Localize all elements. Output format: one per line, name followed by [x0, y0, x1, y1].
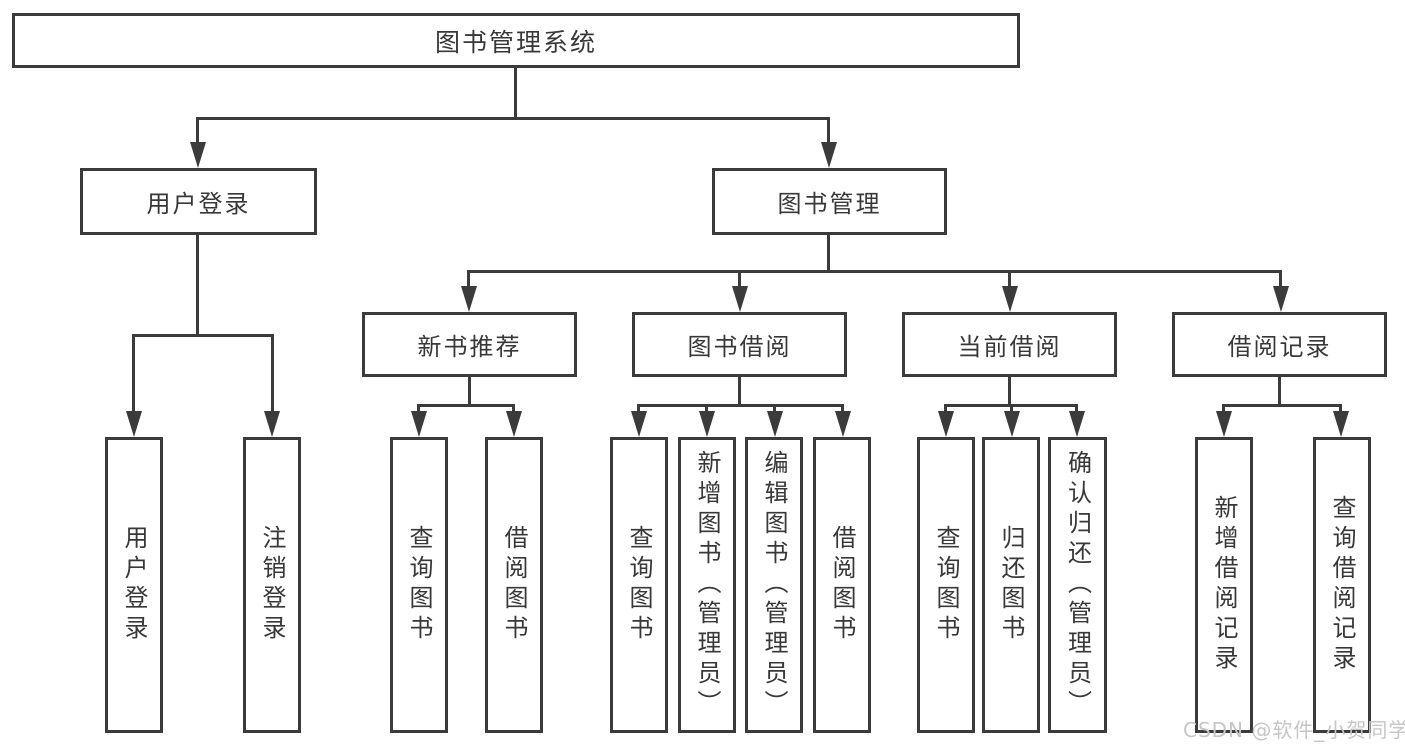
connector-stem — [944, 404, 947, 416]
leaf-query-books-current: 查询图书 — [917, 437, 975, 733]
node-user-login: 用户登录 — [80, 168, 317, 235]
leaf-query-books-current-label: 查询图书 — [932, 525, 960, 645]
leaf-query-borrow-record: 查询借阅记录 — [1313, 437, 1371, 733]
connector-horizontal — [637, 404, 844, 407]
connector-stem — [1010, 404, 1013, 416]
node-current-borrowing-label: 当前借阅 — [957, 333, 1062, 361]
connector-stem — [738, 270, 741, 290]
node-user-login-label: 用户登录 — [146, 190, 251, 218]
node-book-borrowing: 图书借阅 — [632, 312, 847, 377]
arrowhead — [938, 411, 954, 437]
leaf-borrow-books-recommend-label: 借阅图书 — [500, 525, 528, 645]
node-borrow-records: 借阅记录 — [1172, 312, 1387, 377]
arrowhead — [1333, 411, 1349, 437]
connector-horizontal — [417, 404, 515, 407]
arrowhead — [190, 142, 206, 168]
arrowhead — [699, 411, 715, 437]
connector-horizontal — [1222, 404, 1342, 407]
arrowhead — [1002, 286, 1018, 312]
node-borrow-records-label: 借阅记录 — [1227, 333, 1332, 361]
arrowhead — [835, 411, 851, 437]
leaf-query-books-borrowing: 查询图书 — [610, 437, 668, 733]
leaf-logout-label: 注销登录 — [258, 525, 286, 645]
leaf-add-book-admin-label: 新增图书（管理员） — [693, 450, 721, 720]
node-book-management-label: 图书管理 — [777, 190, 882, 218]
node-book-borrowing-label: 图书借阅 — [687, 333, 792, 361]
connector-stem — [512, 404, 515, 416]
connector-stem — [827, 117, 830, 147]
connector-stem — [827, 235, 830, 273]
arrowhead — [732, 286, 748, 312]
leaf-logout: 注销登录 — [243, 437, 301, 733]
connector-stem — [196, 117, 199, 147]
node-new-book-recommend-label: 新书推荐 — [417, 333, 522, 361]
node-root-label: 图书管理系统 — [434, 27, 597, 57]
connector-horizontal — [467, 270, 1282, 273]
leaf-return-book: 归还图书 — [982, 437, 1040, 733]
node-current-borrowing: 当前借阅 — [902, 312, 1117, 377]
connector-stem — [1278, 377, 1281, 406]
leaf-confirm-return-admin: 确认归还（管理员） — [1048, 437, 1107, 733]
connector-stem — [637, 404, 640, 416]
arrowhead — [411, 411, 427, 437]
connector-stem — [417, 404, 420, 416]
leaf-borrow-books-recommend: 借阅图书 — [485, 437, 543, 733]
connector-horizontal — [132, 334, 274, 337]
arrowhead — [461, 286, 477, 312]
connector-stem — [705, 404, 708, 416]
connector-stem — [467, 270, 470, 290]
connector-stem — [738, 377, 741, 406]
arrowhead — [506, 411, 522, 437]
arrowhead — [821, 142, 837, 168]
arrowhead — [1004, 411, 1020, 437]
connector-stem — [1339, 404, 1342, 416]
node-book-management: 图书管理 — [712, 168, 947, 235]
leaf-edit-book-admin: 编辑图书（管理员） — [745, 437, 803, 733]
leaf-query-borrow-record-label: 查询借阅记录 — [1328, 495, 1356, 675]
connector-stem — [468, 377, 471, 406]
leaf-query-books-recommend: 查询图书 — [390, 437, 448, 733]
leaf-edit-book-admin-label: 编辑图书（管理员） — [760, 450, 788, 720]
leaf-user-login-label: 用户登录 — [120, 525, 148, 645]
arrowhead — [264, 411, 280, 437]
leaf-add-borrow-record: 新增借阅记录 — [1195, 437, 1253, 733]
connector-stem — [773, 404, 776, 416]
leaf-borrow-books-borrowing-label: 借阅图书 — [828, 525, 856, 645]
node-root-system: 图书管理系统 — [12, 13, 1020, 68]
connector-stem — [1008, 270, 1011, 290]
leaf-confirm-return-admin-label: 确认归还（管理员） — [1063, 450, 1092, 720]
node-new-book-recommend: 新书推荐 — [362, 312, 577, 377]
connector-stem — [841, 404, 844, 416]
arrowhead — [1216, 411, 1232, 437]
arrowhead — [126, 411, 142, 437]
arrowhead — [1273, 286, 1289, 312]
connector-stem — [271, 334, 274, 414]
connector-stem — [1222, 404, 1225, 416]
connector-stem — [1279, 270, 1282, 290]
leaf-add-book-admin: 新增图书（管理员） — [678, 437, 736, 733]
connector-root-horizontal — [197, 117, 830, 120]
csdn-watermark: CSDN @软件_小贺同学 — [1183, 718, 1405, 742]
leaf-add-borrow-record-label: 新增借阅记录 — [1210, 495, 1238, 675]
leaf-query-books-borrowing-label: 查询图书 — [625, 525, 653, 645]
connector-root-stem — [514, 68, 517, 120]
leaf-query-books-recommend-label: 查询图书 — [405, 525, 433, 645]
connector-stem — [1008, 377, 1011, 406]
leaf-user-login: 用户登录 — [105, 437, 163, 733]
connector-stem — [1075, 404, 1078, 416]
leaf-return-book-label: 归还图书 — [997, 525, 1025, 645]
connector-stem — [196, 235, 199, 337]
connector-stem — [132, 334, 135, 414]
arrowhead — [631, 411, 647, 437]
leaf-borrow-books-borrowing: 借阅图书 — [813, 437, 871, 733]
arrowhead — [767, 411, 783, 437]
arrowhead — [1069, 411, 1085, 437]
